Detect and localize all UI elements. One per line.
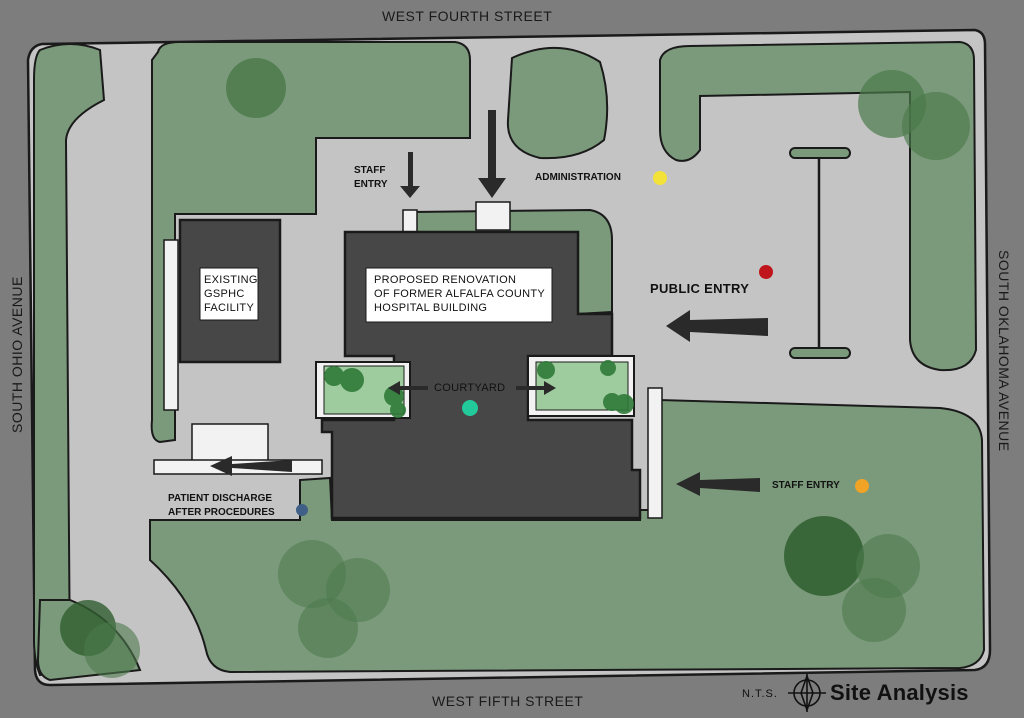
proposed-building-label-box	[365, 267, 553, 323]
north-compass-icon	[788, 673, 826, 713]
east-walk	[647, 387, 663, 519]
public-entry-marker	[759, 265, 773, 279]
staff-entry-line: STAFF	[354, 165, 386, 176]
staff-entry-east-arrow	[676, 472, 760, 496]
lawn-north-oval	[506, 47, 609, 160]
patient-discharge-label: PATIENT DISCHARGE AFTER PROCEDURES	[168, 492, 275, 520]
parking-island	[789, 147, 851, 359]
markers	[296, 171, 869, 516]
existing-label-line: GSPHC	[204, 288, 245, 300]
lawn-north-center	[150, 41, 471, 444]
courtyard-arrow-east	[516, 381, 556, 395]
diagram-title: Site Analysis	[830, 680, 969, 705]
existing-facility-label: EXISTING GSPHC FACILITY	[204, 273, 258, 315]
proposed-label-line: OF FORMER ALFALFA COUNTY	[374, 288, 546, 300]
staff-entry-north-label: STAFF ENTRY	[354, 164, 388, 192]
north-entry-pad	[475, 201, 511, 231]
staff-entry-marker	[855, 479, 869, 493]
patient-discharge-marker	[296, 504, 308, 516]
administration-marker	[653, 171, 667, 185]
street-south-ohio: SOUTH OHIO AVENUE	[9, 276, 25, 433]
courtyard-label: COURTYARD	[434, 382, 506, 394]
street-west-fifth: WEST FIFTH STREET	[432, 693, 584, 709]
courtyard-arrow-west	[388, 381, 428, 395]
existing-facility-walk	[163, 239, 179, 411]
staff-entry-pad	[402, 209, 418, 235]
courtyard-trees	[324, 360, 634, 418]
proposed-label-line: PROPOSED RENOVATION	[374, 274, 517, 286]
walkways	[153, 201, 663, 519]
staff-entry-line: ENTRY	[354, 179, 388, 190]
site-trees	[60, 58, 970, 678]
administration-label: ADMINISTRATION	[535, 172, 621, 183]
existing-label-line: EXISTING	[204, 274, 258, 286]
circulation-arrows	[210, 110, 768, 496]
patient-discharge-arrow	[210, 456, 292, 476]
existing-label-line: FACILITY	[204, 302, 255, 314]
street-south-oklahoma: SOUTH OKLAHOMA AVENUE	[996, 250, 1012, 452]
patient-discharge-line: AFTER PROCEDURES	[168, 507, 275, 518]
proposed-building-label: PROPOSED RENOVATION OF FORMER ALFALFA CO…	[374, 273, 545, 315]
proposed-label-line: HOSPITAL BUILDING	[374, 302, 488, 314]
public-entry-arrow	[666, 310, 768, 342]
street-west-fourth: WEST FOURTH STREET	[382, 8, 553, 24]
existing-facility-label-box	[199, 267, 259, 321]
public-entry-label: PUBLIC ENTRY	[650, 281, 750, 296]
staff-entry-east-label: STAFF ENTRY	[772, 480, 840, 491]
lawn-northeast	[659, 40, 978, 372]
patient-discharge-line: PATIENT DISCHARGE	[168, 493, 273, 504]
scale-label: N.T.S.	[742, 688, 778, 700]
north-entry-arrow	[478, 110, 506, 198]
courtyard-marker	[462, 400, 478, 416]
staff-entry-north-arrow	[400, 152, 420, 198]
